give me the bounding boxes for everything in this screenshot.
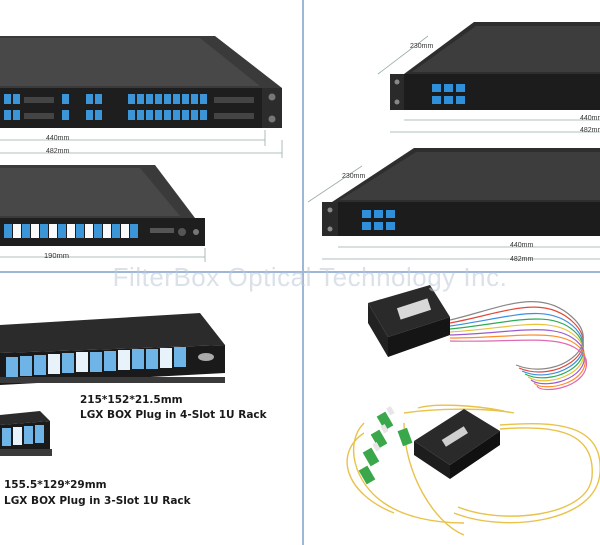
rack3-adapters xyxy=(2,425,44,446)
dim-depth-b: 230mm xyxy=(342,173,366,180)
dim-total-a: 482mm xyxy=(580,127,600,134)
dim-small-label: 190mm xyxy=(44,251,69,260)
rack-illustration-right: 230mm 440mm 482mm 230mm 440mm 482mm xyxy=(307,22,600,263)
rack-photo-top-right: 230mm 440mm 482mm 230mm 440mm 482mm xyxy=(304,0,600,271)
caption-4slot-text: LGX BOX Plug in 4-Slot 1U Rack xyxy=(80,409,267,421)
dim-width-b: 440mm xyxy=(510,242,534,249)
dim-width-a: 440mm xyxy=(580,115,600,122)
rack-photo-top-left: 440mm 482mm 190mm xyxy=(0,0,302,271)
rack3-top xyxy=(0,411,50,425)
upper-ports xyxy=(432,84,465,104)
lgx-rack-photo: 215*152*21.5mm LGX BOX Plug in 4-Slot 1U… xyxy=(0,273,302,545)
dim-depth-a: 230mm xyxy=(410,43,434,50)
rack-ear xyxy=(262,88,282,128)
caption-3slot-text: LGX BOX Plug in 3-Slot 1U Rack xyxy=(4,495,191,507)
dim-total-b: 482mm xyxy=(510,256,534,263)
rack4-top xyxy=(0,313,225,353)
dim-width-label: 440mm xyxy=(46,135,70,142)
small-chassis-top xyxy=(0,165,195,218)
rack4-adapters xyxy=(6,347,186,377)
port-row-lower xyxy=(4,110,207,120)
dim-total-label: 482mm xyxy=(46,148,70,155)
lgx-rack-illustration xyxy=(0,313,225,456)
lower-ports xyxy=(362,210,395,230)
port-row-upper xyxy=(4,94,207,104)
caption-3slot-size: 155.5*129*29mm xyxy=(4,479,107,491)
abs-module-photo xyxy=(304,273,600,545)
upper-chassis-front xyxy=(390,74,600,110)
small-port-row xyxy=(4,224,138,238)
horizontal-divider xyxy=(0,271,600,273)
abs-module-illustration xyxy=(346,285,600,536)
small-chassis-front xyxy=(0,218,205,246)
caption-4slot-size: 215*152*21.5mm xyxy=(80,394,183,406)
rack-illustration: 440mm 482mm 190mm xyxy=(0,36,283,262)
color-fibers xyxy=(449,301,587,391)
lower-chassis-front xyxy=(322,202,600,236)
green-sc-connectors xyxy=(358,411,413,485)
